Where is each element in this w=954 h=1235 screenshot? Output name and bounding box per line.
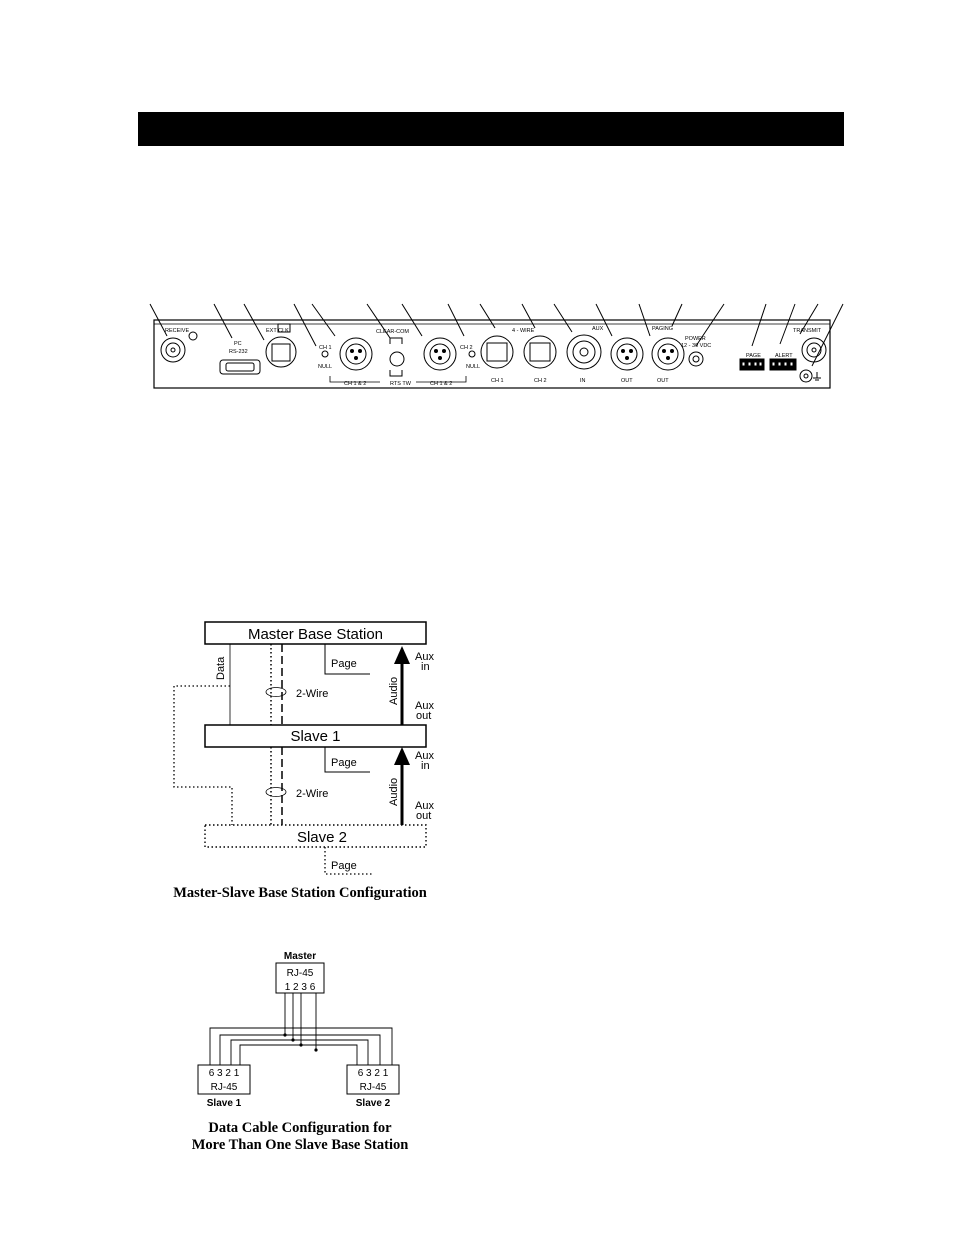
paging-out-connector [651,337,685,371]
wire-junction-dots [283,1033,318,1052]
page-terminal-block [739,358,765,371]
data-cable-caption-line1: Data Cable Configuration for [208,1120,392,1136]
data-cable-diagram: Master RJ-45 1 2 3 6 6 3 2 1 RJ-45 Slave… [197,951,400,1109]
slave2-label: Slave 2 [297,829,347,846]
cable-master-label: Master [284,951,316,962]
ch1-null-screw-icon [321,350,329,358]
receive-label: RECEIVE [165,328,189,334]
page-line-2 [324,747,370,773]
aux-out-connector [610,337,644,371]
aux-out-label-1b: out [416,710,431,722]
clear-com-switch-icon [389,337,403,344]
aux-in-label: IN [580,378,586,384]
power-jack [688,351,704,367]
ground-terminal-icon [799,369,821,383]
audio-label-1: Audio [388,677,400,705]
four-wire-ch1-port [480,335,514,369]
callout-lines [149,303,844,367]
page-terminal-label: PAGE [746,353,761,359]
ext-clock-port [265,323,297,368]
slave2-box [204,824,427,848]
cable-slave1-label: Slave 1 [207,1098,242,1109]
ext-clock-label: EXT CLK [266,328,289,334]
master-rj45-box [275,962,325,994]
power-label: POWER [685,336,706,342]
slave2-rj45-label: RJ-45 [360,1082,387,1093]
clear-com-button [389,351,405,367]
alert-terminal-block [769,358,797,371]
aux-out-label-1a: Aux [415,700,434,712]
two-wire-twist-icon-2 [265,787,287,797]
ch1-label: CH 1 [319,345,332,351]
alert-terminal-label: ALERT [775,353,793,359]
ch2-label: CH 2 [460,345,473,351]
two-wire-label-2: 2-Wire [296,788,328,800]
transmit-connector [801,337,827,363]
aux-in-connector [566,334,602,370]
page-label-1: Page [331,658,357,670]
null-label-2: NULL [466,364,480,370]
null-label-1: NULL [318,364,332,370]
aux-in-label-2b: in [421,760,430,772]
paging-out-label: OUT [657,378,669,384]
slave1-label: Slave 1 [290,728,340,745]
master-base-station-box [204,621,427,645]
ch1-xlr-connector [339,337,373,371]
page-line-1 [324,644,370,675]
page-label-3: Page [331,860,357,872]
transmit-label: TRANSMIT [793,328,822,334]
aux-in-label-2a: Aux [415,750,434,762]
audio-label-2: Audio [388,778,400,806]
cable-slave2-label: Slave 2 [356,1098,391,1109]
master-slave-caption: Master-Slave Base Station Configuration [173,885,427,901]
two-wire-twist-icon-1 [265,687,287,697]
bottom-brackets [329,376,467,383]
aux-in-label-1a: Aux [415,651,434,663]
four-wire-ch2-port [523,335,557,369]
master-pins-label: 1 2 3 6 [285,982,316,993]
aux-out-label: OUT [621,378,633,384]
rts-tw-label: RTS TW [390,381,412,387]
ch1-2-label-1: CH 1 & 2 [344,381,366,387]
slave2-data-line [173,685,233,825]
aux-out-label-2b: out [416,810,431,822]
rear-panel-diagram: RECEIVE PC RS-232 EXT CLK CH 1 NULL CLEA… [149,303,844,389]
rts-switch-icon [389,370,403,377]
audio-arrow-icon-2 [394,747,410,765]
power-spec-label: 12 - 30 VDC [681,343,711,349]
ch1-2-label-2: CH 1 & 2 [430,381,452,387]
pc-label: PC [234,341,242,347]
rs232-label: RS-232 [229,349,248,355]
slave1-rj45-label: RJ-45 [211,1082,238,1093]
aux-out-label-2a: Aux [415,800,434,812]
master-slave-diagram: Master Base Station Data 2-Wire 2-Wire P… [173,621,434,875]
receive-connector [160,331,198,363]
page-label-2: Page [331,757,357,769]
panel-body [153,319,831,389]
two-wire-label-1: 2-Wire [296,688,328,700]
slave1-rj45-box [197,1064,251,1095]
slave2-rj45-box [346,1064,400,1095]
slave1-box [204,724,427,748]
aux-label: AUX [592,326,604,332]
aux-in-label-1b: in [421,661,430,673]
section-header-bar [138,112,844,146]
four-wire-label: 4 - WIRE [512,328,535,334]
data-label: Data [215,656,227,680]
clear-com-label: CLEAR-COM [376,329,409,335]
ch1-bottom-label: CH 1 [491,378,504,384]
ch2-null-screw-icon [468,350,476,358]
data-cable-caption-line2: More Than One Slave Base Station [191,1137,409,1153]
slave2-pins-label: 6 3 2 1 [358,1068,389,1079]
rs232-port [219,359,261,375]
slave1-pins-label: 6 3 2 1 [209,1068,240,1079]
master-base-station-label: Master Base Station [248,626,383,643]
audio-arrow-icon-1 [394,646,410,664]
page-line-3 [324,847,372,875]
master-rj45-label: RJ-45 [287,968,314,979]
cable-wires [209,993,393,1065]
paging-label: PAGING [652,326,673,332]
ch2-bottom-label: CH 2 [534,378,547,384]
ch2-xlr-connector [423,337,457,371]
